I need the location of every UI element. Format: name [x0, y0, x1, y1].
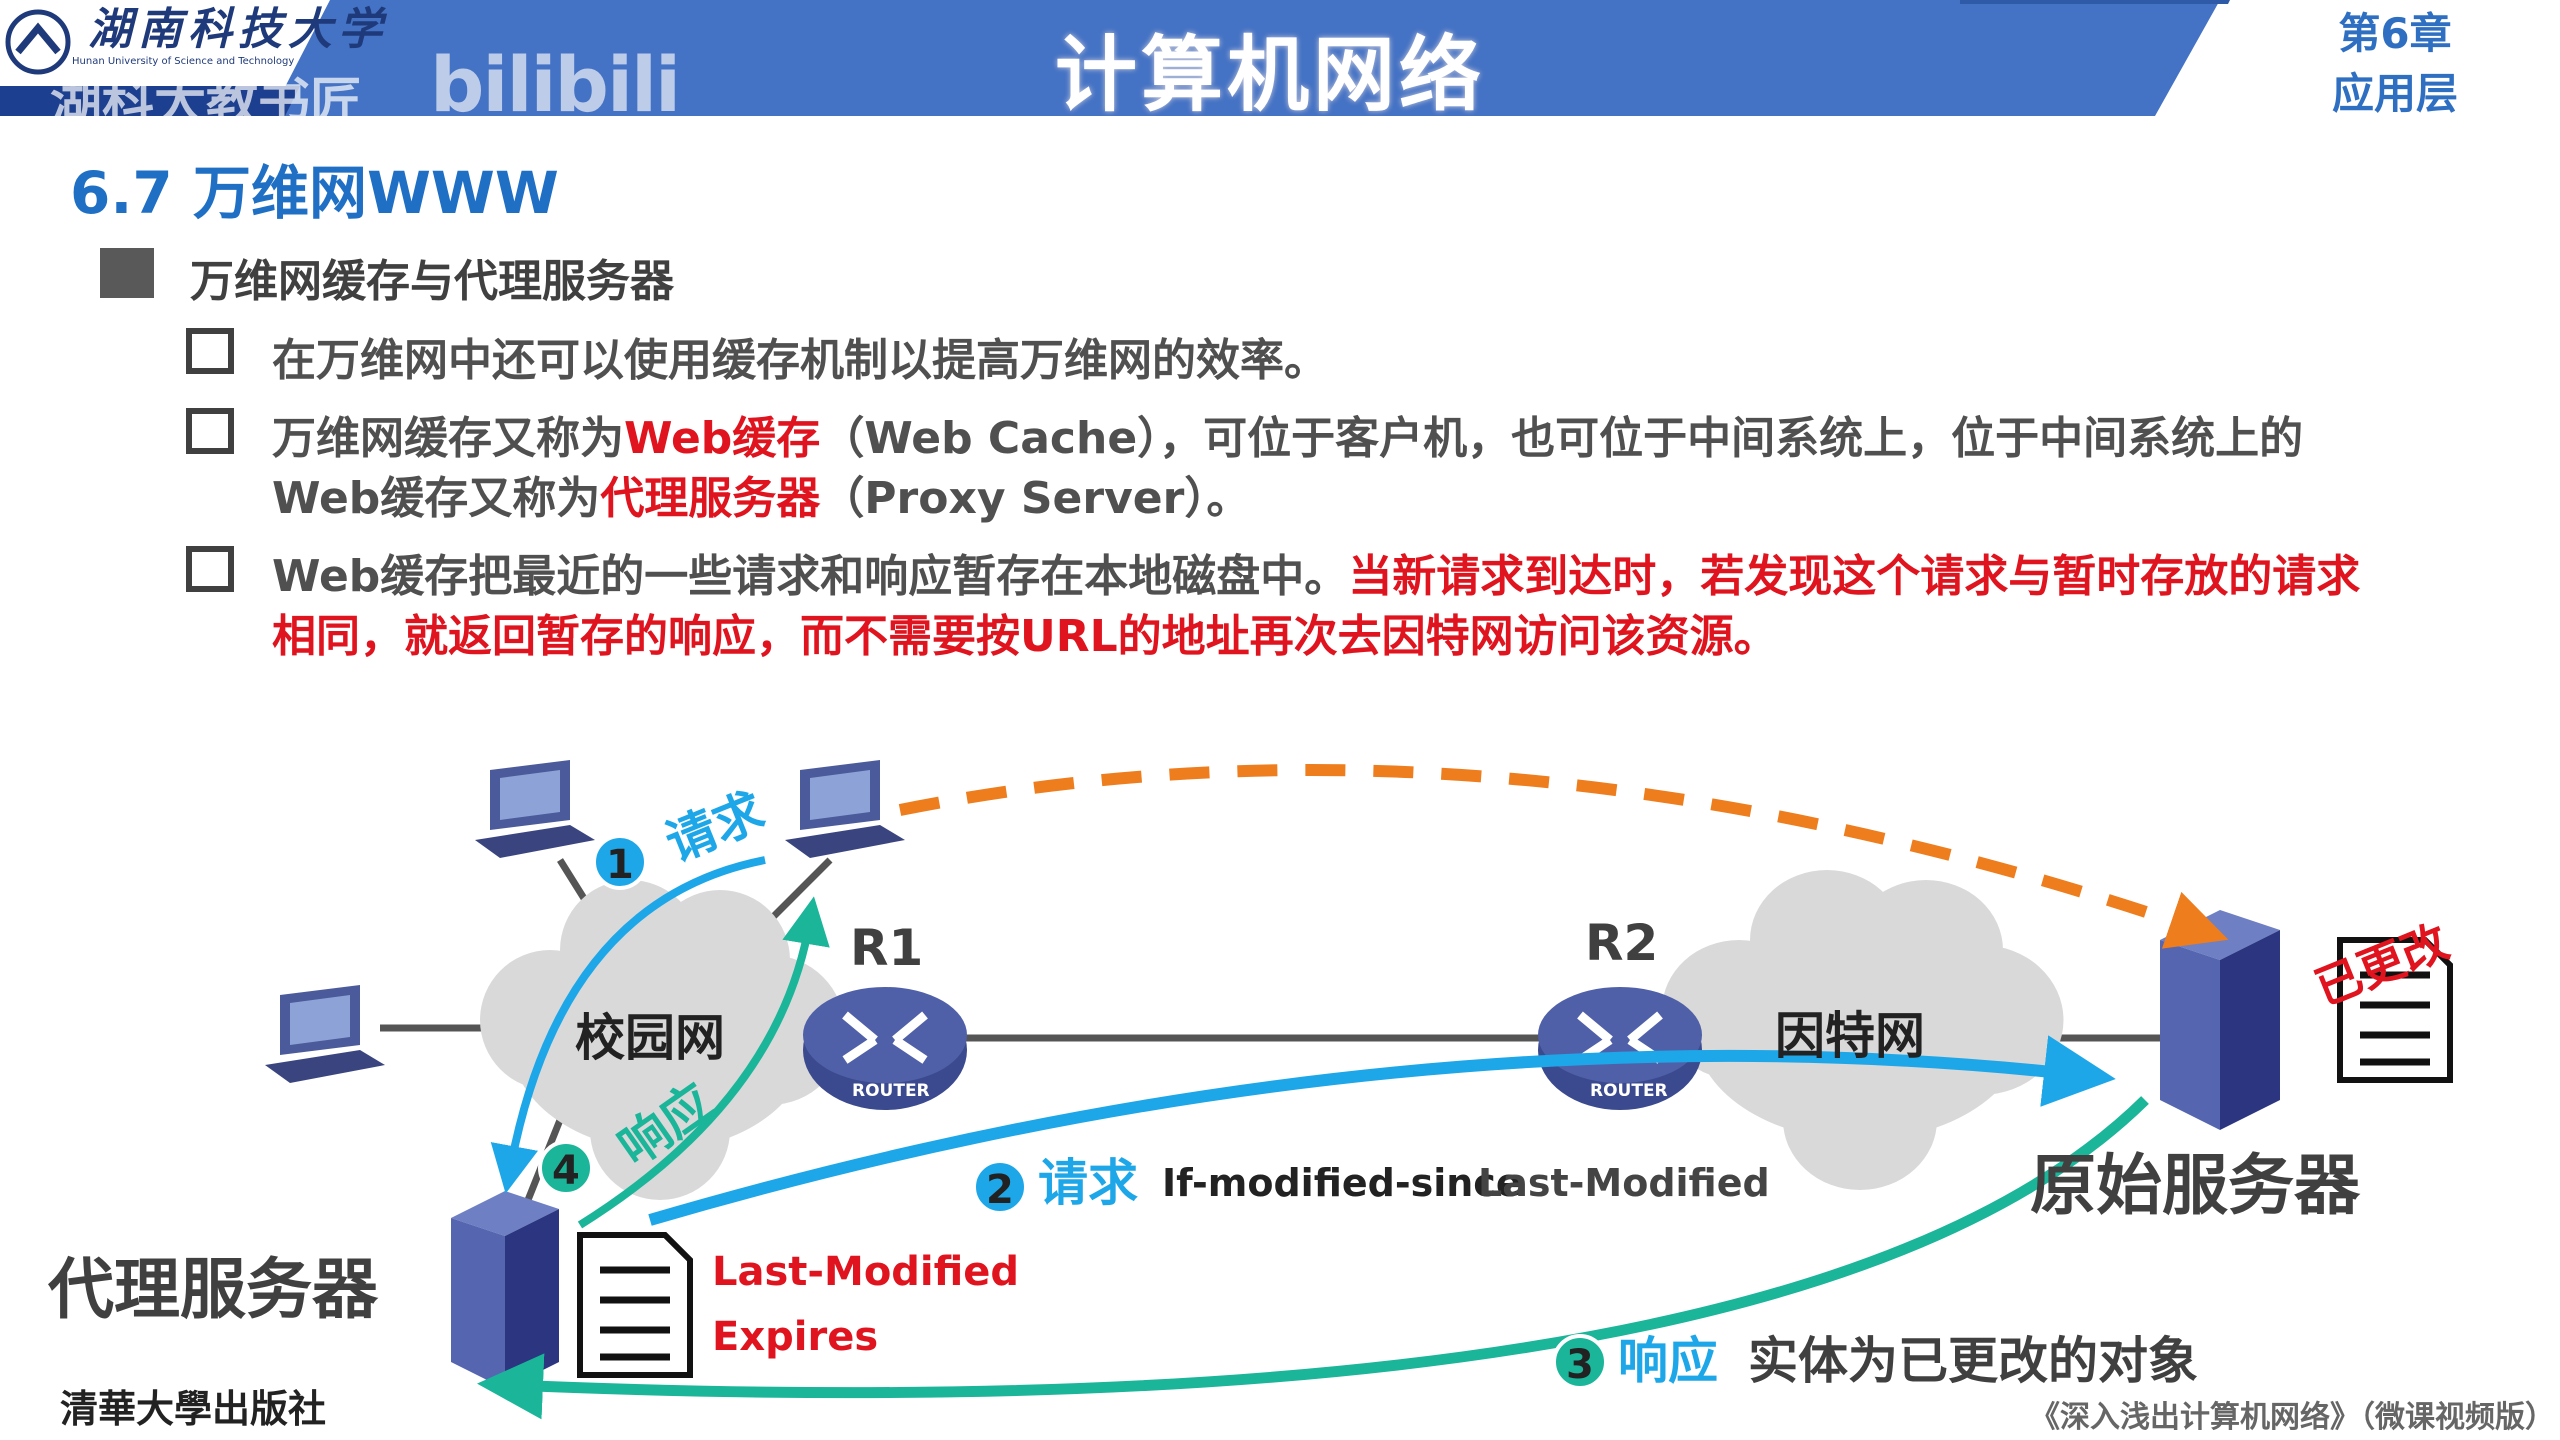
origin-server-label: 原始服务器 [2030, 1147, 2361, 1224]
checkbox-bullet [186, 546, 234, 592]
item-3-line-1: Web缓存把最近的一些请求和响应暂存在本地磁盘中。当新请求到达时，若发现这个请求… [272, 551, 2361, 602]
router-label: ROUTER [1590, 1081, 1668, 1101]
slide-title: 计算机网络 [1054, 28, 1485, 123]
origin-server-icon [2160, 910, 2280, 1130]
proxy-cache-diagram: 校园网 因特网 R1 R2 ROUTER ROUTER 代理服务器 原始服务器 … [47, 760, 2456, 1420]
step-4-badge: 4 [552, 1148, 580, 1194]
university-logo: 湖南科技大学 [88, 4, 388, 55]
book-title-footer: 《深入浅出计算机网络》（微课视频版） [2030, 1400, 2555, 1435]
client-computer-icon [785, 760, 905, 858]
item-3-line-2: 相同，就返回暂存的响应，而不需要按URL的地址再次去因特网访问该资源。 [272, 611, 1778, 662]
request-arrow-2 [648, 1035, 2116, 1226]
bullet-square [100, 248, 154, 298]
proxy-server-label: 代理服务器 [47, 1251, 379, 1328]
step-1-badge: 1 [606, 842, 634, 888]
step-3-label: 响应 [1618, 1332, 1718, 1390]
router-label: ROUTER [852, 1081, 930, 1101]
r1-label: R1 [850, 919, 923, 977]
section-title: 6.7 万维网WWW [70, 159, 559, 227]
item-2-line-2: Web缓存又称为代理服务器（Proxy Server）。 [272, 473, 1251, 524]
step-3-text: 实体为已更改的对象 [1748, 1332, 2198, 1390]
publisher-logo: 清華大學出版社 [60, 1386, 327, 1431]
client-computer-icon [265, 985, 385, 1083]
last-modified-header: Last-Modified [1478, 1161, 1770, 1205]
step-3-badge: 3 [1566, 1342, 1594, 1388]
chapter-label: 第6章应用层 [2331, 9, 2458, 118]
proxy-server-icon [451, 1191, 559, 1389]
item-2-line-1: 万维网缓存又称为Web缓存（Web Cache），可位于客户机，也可位于中间系统… [272, 413, 2304, 464]
internet-label: 因特网 [1775, 1007, 1925, 1065]
request-arrow-1 [490, 856, 766, 1194]
if-modified-since: If-modified-since [1162, 1161, 1522, 1205]
bilibili-watermark: bilibili [430, 40, 681, 129]
r2-label: R2 [1585, 914, 1658, 972]
header-bar [0, 0, 2230, 116]
cached-document-icon [580, 1235, 690, 1375]
checkbox-bullet [186, 328, 234, 374]
section-heading: 万维网缓存与代理服务器 [190, 256, 674, 307]
doc-last-modified: Last-Modified [712, 1249, 1019, 1295]
checkbox-bullet [186, 408, 234, 454]
step-2-badge: 2 [986, 1167, 1014, 1213]
step-2-label: 请求 [1038, 1154, 1138, 1212]
campus-label: 校园网 [575, 1009, 725, 1067]
response-arrow-4 [577, 896, 830, 1229]
university-en: Hunan University of Science and Technolo… [72, 56, 295, 67]
orange-dashed-arrow [898, 764, 2229, 949]
doc-expires: Expires [712, 1314, 878, 1360]
client-computer-icon [475, 760, 595, 858]
item-1-text: 在万维网中还可以使用缓存机制以提高万维网的效率。 [272, 335, 1328, 386]
watermark-text: 湖科大教书匠 [50, 73, 363, 133]
